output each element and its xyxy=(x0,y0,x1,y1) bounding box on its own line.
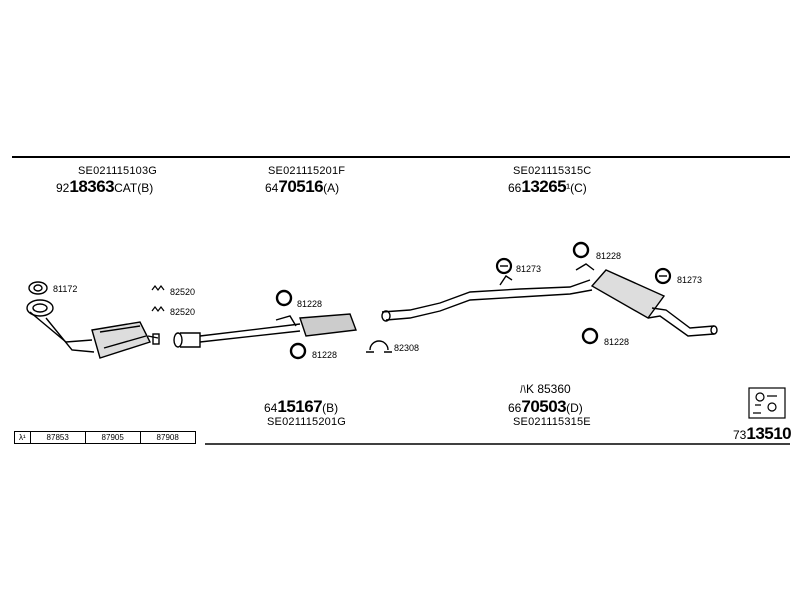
pn-main: 15167 xyxy=(277,397,323,416)
front-pipe-catalyst xyxy=(26,299,160,359)
group-e-part-number: 6670503(D) xyxy=(508,397,583,417)
pn-suffix: (B) xyxy=(322,401,339,415)
kit-icon xyxy=(748,387,786,419)
bracket-icon xyxy=(366,257,672,353)
pn-suffix: (D) xyxy=(566,401,583,415)
pn-main: 13265 xyxy=(521,177,567,196)
group-d-code: SE021115201G xyxy=(267,416,347,428)
group-c-part-number: 6613265¹(C) xyxy=(508,177,587,197)
clamp-icon xyxy=(151,285,165,312)
kit-number: 7313510 xyxy=(733,424,792,444)
part-ref: 81228 xyxy=(312,350,338,360)
gasket-icon xyxy=(28,281,48,295)
pn-suffix: (A) xyxy=(323,181,340,195)
group-c-code: SE021115315C xyxy=(513,165,592,177)
pn-main: 70516 xyxy=(278,177,324,196)
pn-suffix: CAT(B) xyxy=(114,181,154,195)
part-ref: 81273 xyxy=(677,275,703,285)
part-ref: 81228 xyxy=(604,337,630,347)
kit-prefix: 73 xyxy=(733,428,747,442)
lambda-value: 87908 xyxy=(139,431,196,444)
group-d-part-number: 6415167(B) xyxy=(264,397,338,417)
part-ref: 82520 xyxy=(170,307,196,317)
intermediate-pipe xyxy=(173,313,357,348)
group-b-code: SE021115201F xyxy=(268,165,346,177)
pn-prefix: 66 xyxy=(508,181,522,195)
part-ref: 82308 xyxy=(394,343,420,353)
pn-prefix: 64 xyxy=(265,181,279,195)
group-b-part-number: 6470516(A) xyxy=(265,177,339,197)
pn-prefix: 64 xyxy=(264,401,278,415)
part-ref: 81228 xyxy=(596,251,622,261)
pn-suffix: ¹(C) xyxy=(566,181,587,195)
part-ref: 81228 xyxy=(297,299,323,309)
kit-label: ﾊK 85360 xyxy=(520,382,571,396)
pn-main: 18363 xyxy=(69,177,115,196)
rear-pipe xyxy=(381,263,595,322)
lambda-table: λ¹ 87853 87905 87908 xyxy=(14,431,196,444)
pn-main: 70503 xyxy=(521,397,567,416)
lambda-symbol: λ¹ xyxy=(14,431,31,444)
group-e-code: SE021115315E xyxy=(513,416,591,428)
hanger-icon xyxy=(275,241,599,360)
part-ref: 82520 xyxy=(170,287,196,297)
part-ref: 81172 xyxy=(53,284,78,294)
lambda-value: 87905 xyxy=(84,431,141,444)
lambda-value: 87853 xyxy=(29,431,86,444)
pn-prefix: 92 xyxy=(56,181,70,195)
group-a-code: SE021115103G xyxy=(78,165,158,177)
rear-silencer xyxy=(590,269,718,337)
group-a-part-number: 9218363CAT(B) xyxy=(56,177,153,197)
pn-prefix: 66 xyxy=(508,401,522,415)
part-ref: 81273 xyxy=(516,264,542,274)
kit-main: 13510 xyxy=(746,424,792,443)
